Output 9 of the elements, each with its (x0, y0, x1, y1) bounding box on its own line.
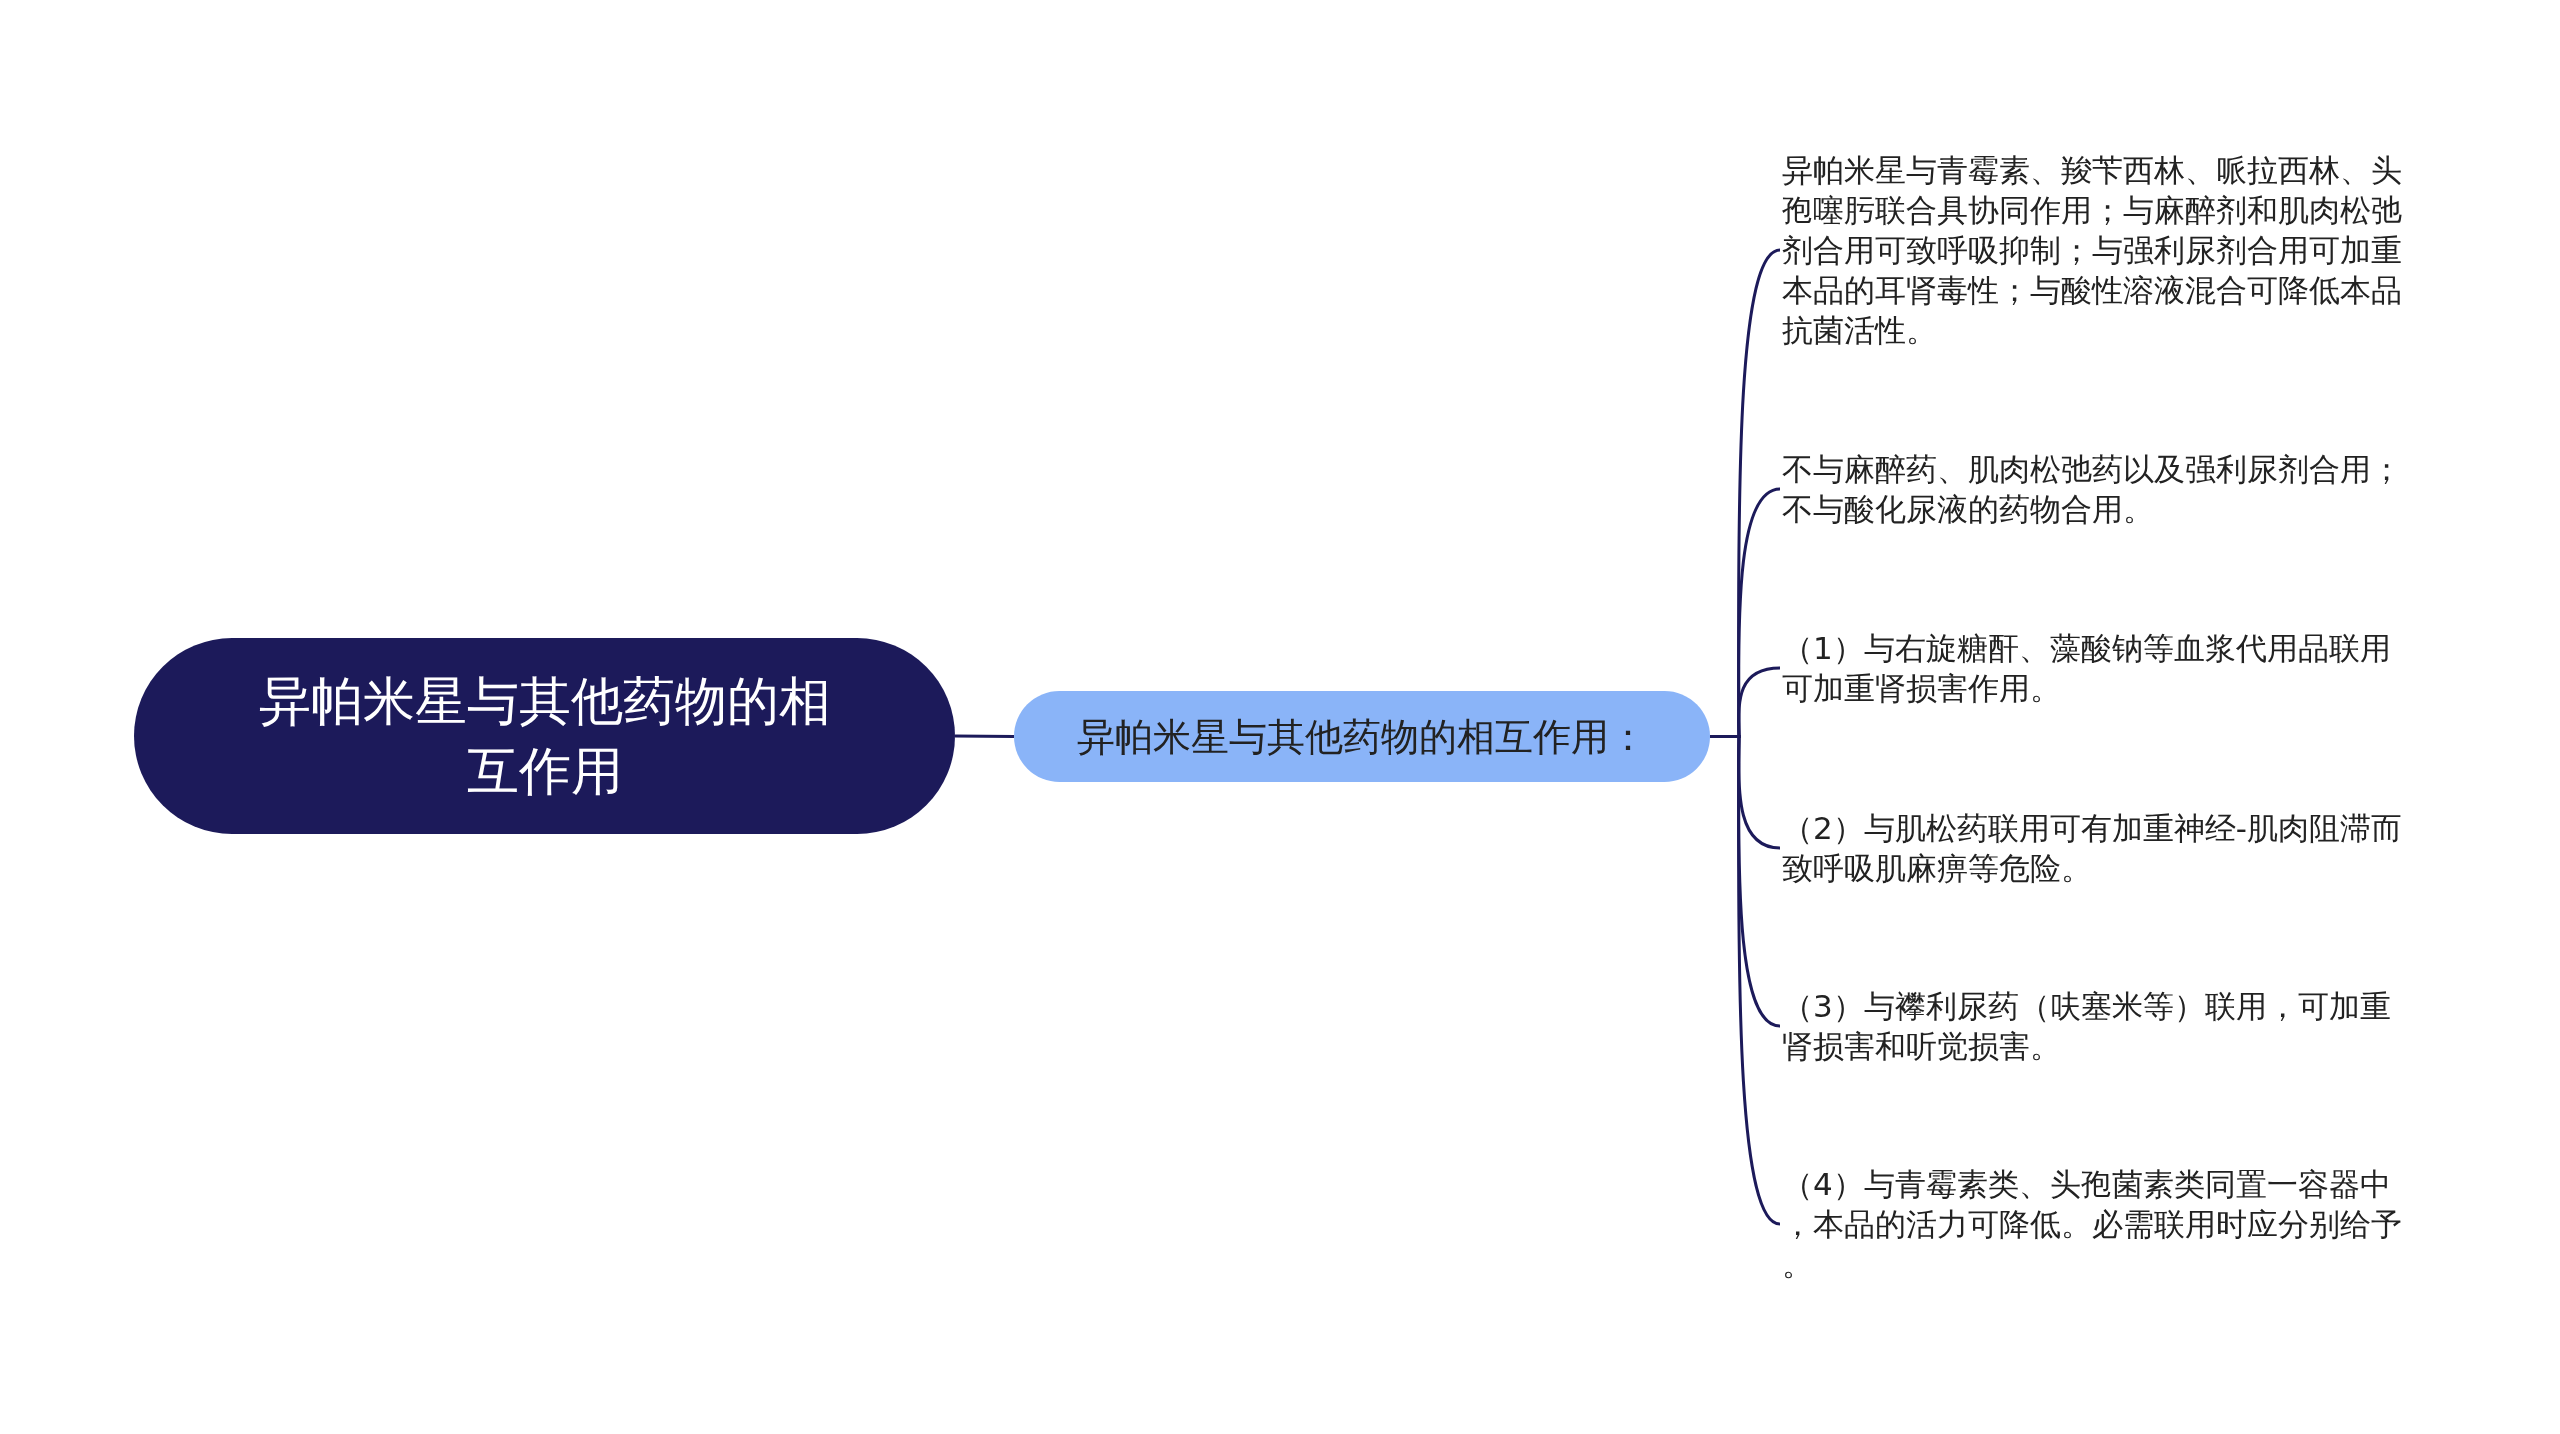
note-text: （1）与右旋糖酐、藻酸钠等血浆代用品联用可加重肾损害作用。 (1782, 628, 2406, 708)
topic-text: 异帕米星与其他药物的相互作用 (257, 670, 832, 803)
topic-text: 异帕米星与其他药物的相互作用： (1077, 713, 1647, 761)
note-text: （3）与襻利尿药（呋塞米等）联用，可加重肾损害和听觉损害。 (1782, 986, 2406, 1066)
connector-line (955, 734, 1014, 738)
note-text: （2）与肌松药联用可有加重神经-肌肉阻滞而致呼吸肌麻痹等危险。 (1782, 808, 2406, 888)
note-text: 异帕米星与青霉素、羧苄西林、哌拉西林、头孢噻肟联合具协同作用；与麻醉剂和肌肉松弛剂合用可致呼吸抑制；与强利尿剂合用可加重本品的耳肾毒性；与酸性溶液混合可降低本品抗菌活性。 (1782, 150, 2406, 350)
note-text: （4）与青霉素类、头孢菌素类同置一容器中，本品的活力可降低。必需联用时应分别给予。 (1782, 1164, 2406, 1284)
note-text: 不与麻醉药、肌肉松弛药以及强利尿剂合用；不与酸化尿液的药物合用。 (1782, 449, 2406, 529)
